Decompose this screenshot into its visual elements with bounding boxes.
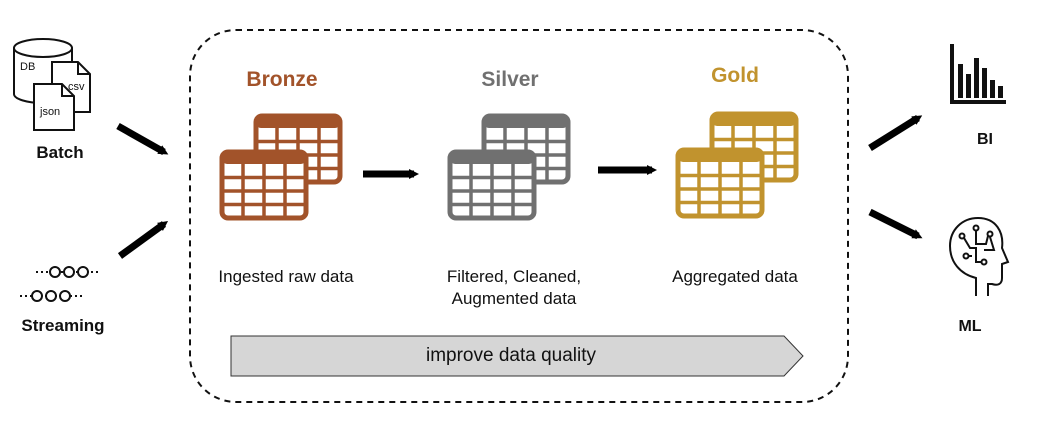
silver-title: Silver	[481, 68, 539, 91]
batch-label: Batch	[36, 143, 84, 162]
silver-description: Filtered, Cleaned, Augmented data	[446, 267, 582, 308]
ml-arrow	[868, 208, 923, 240]
batch-arrow	[116, 122, 169, 156]
streaming-arrow	[117, 221, 169, 259]
quality-banner	[230, 335, 804, 377]
gold-description: Aggregated data	[672, 267, 798, 286]
streaming-label: Streaming	[21, 316, 105, 335]
csv-label: csv	[68, 81, 85, 93]
bronze-description: Ingested raw data	[218, 267, 354, 286]
gold-title: Gold	[711, 64, 759, 87]
gold-table-icon	[675, 111, 799, 219]
streaming-icon	[20, 266, 100, 302]
json-label: json	[39, 106, 60, 118]
ml-label: ML	[958, 318, 982, 335]
brain-circuit-icon	[948, 216, 1010, 296]
bi-label: BI	[977, 131, 993, 148]
batch-files-icon: DB csv json	[13, 38, 91, 131]
bronze-title: Bronze	[246, 68, 318, 91]
db-label: DB	[20, 61, 35, 73]
silver-table-icon	[447, 113, 571, 221]
bar-chart-icon	[950, 44, 1006, 104]
quality-banner-label: improve data quality	[425, 345, 597, 366]
bi-arrow	[868, 115, 923, 151]
bronze-table-icon	[219, 113, 343, 221]
